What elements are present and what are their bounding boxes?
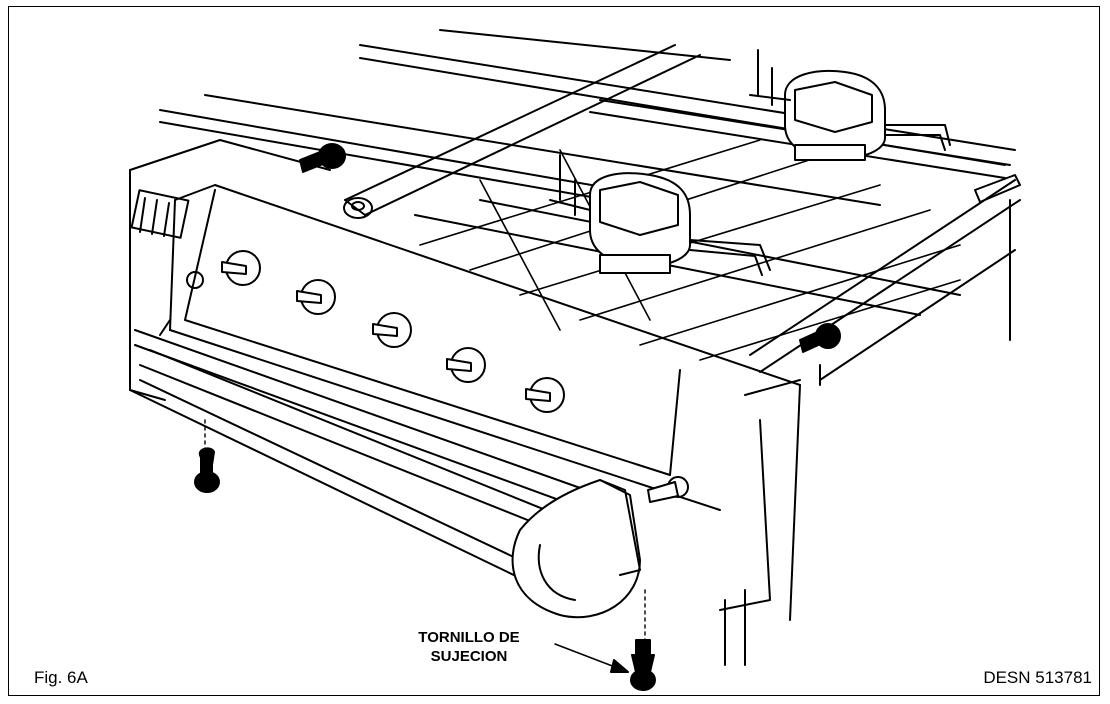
top-frame-rails [159,29,1016,316]
leader-lines [204,419,646,641]
right-leg [724,199,1011,666]
handle-end-cap [511,479,641,619]
screw-bottom-center [630,639,656,691]
gas-valve-front [549,154,771,276]
screw-right-rail [799,323,841,353]
cross-bar [344,44,701,216]
end-pin [647,476,689,503]
drawing-number: DESN 513781 [983,668,1092,687]
screws [194,143,841,691]
knob-2 [296,279,336,315]
control-knobs [221,250,565,413]
callout-line-1: TORNILLO DE [418,629,520,646]
screw-top-left [299,143,346,173]
figure-label: Fig. 6A [34,668,88,687]
callout-line-2: SUJECION [430,648,508,665]
handle-rail [129,319,601,579]
knob-1 [221,250,261,286]
fastening-screw-callout: TORNILLO DE SUJECION [384,628,554,666]
control-panel [169,184,801,621]
callout-arrow [554,643,629,673]
knob-3 [372,312,412,348]
knob-4 [446,347,486,383]
gas-valve-rear [749,49,951,161]
spacer-washer [343,197,373,219]
screw-bottom-left [194,447,220,493]
left-console [129,139,331,401]
knob-5 [525,377,565,413]
